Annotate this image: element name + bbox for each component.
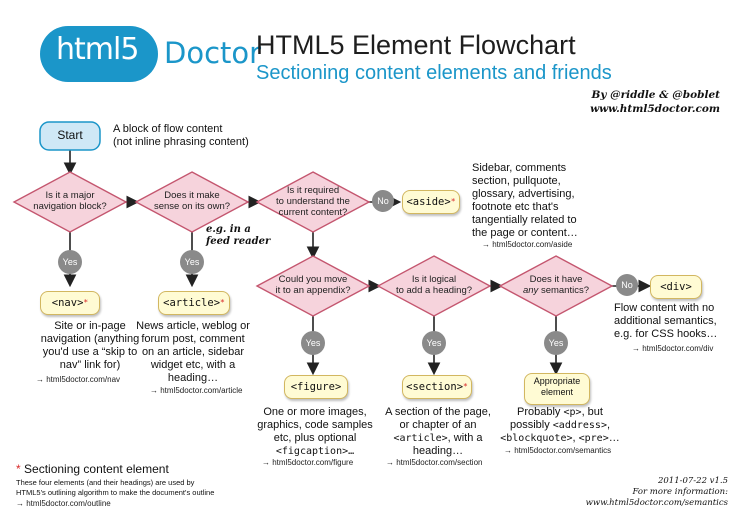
diamond-semantics [498, 255, 614, 317]
legend-star-icon: * [16, 462, 21, 476]
decision-required-text: Is it required to understand the current… [276, 185, 350, 218]
desc-figure: One or more images, graphics, code sampl… [254, 406, 376, 458]
start-terminal [39, 121, 101, 151]
element-section: <section>* [402, 375, 472, 399]
desc-semantics-t1: Probably [517, 406, 561, 418]
element-section-label: <section> [406, 381, 464, 393]
desc-section-code: <article> [393, 433, 448, 444]
link-aside[interactable]: → html5doctor.com/aside [482, 240, 573, 249]
desc-semantics-address: <address> [552, 420, 607, 431]
element-appropriate: Appropriate element [524, 373, 590, 405]
page-subtitle: Sectioning content elements and friends [256, 62, 612, 84]
desc-semantics-pre: <pre> [578, 433, 609, 444]
decision-appendix-text: Could you move it to an appendix? [275, 274, 351, 296]
desc-section-text-2: , with a heading… [412, 432, 483, 457]
desc-semantics-comma2: , [572, 432, 576, 444]
desc-section-text: A section of the page, or chapter of an [385, 406, 491, 431]
desc-semantics-blockquote: <blockquote> [500, 433, 573, 444]
decision-heading-text: Is it logical to add a heading? [395, 274, 473, 296]
logo-html-text: html5 [56, 32, 139, 67]
legend-link[interactable]: → html5doctor.com/outline [16, 499, 111, 508]
semantics-q-post: semantics? [540, 285, 590, 296]
element-div-label: <div> [660, 281, 692, 293]
desc-semantics-p: <p> [563, 407, 582, 418]
footer-url[interactable]: www.html5doctor.com/semantics [585, 498, 728, 508]
link-section[interactable]: → html5doctor.com/section [386, 458, 483, 467]
diamond-heading [376, 255, 492, 317]
desc-semantics-comma: , [606, 419, 611, 431]
semantics-q-em: any [522, 285, 539, 296]
yes-bubble-section: Yes [422, 331, 446, 355]
desc-semantics-t3: … [608, 432, 620, 444]
desc-section: A section of the page, or chapter of an … [376, 406, 500, 458]
element-aside-label: <aside> [406, 196, 451, 208]
legend-text: These four elements (and their headings)… [16, 478, 215, 497]
element-div: <div> [650, 275, 702, 299]
legend-title-row: * Sectioning content element [16, 462, 276, 476]
legend: * Sectioning content element These four … [16, 462, 276, 508]
element-article-label: <article> [163, 297, 221, 309]
desc-nav: Site or in-page navigation (anything you… [40, 320, 140, 371]
start-label: Start [57, 128, 83, 142]
link-nav[interactable]: → html5doctor.com/nav [36, 375, 121, 384]
footer: 2011-07-22 v1.5 For more information: ww… [586, 476, 728, 509]
html5doctor-logo: html5 Doctor [40, 26, 261, 82]
legend-title: Sectioning content element [24, 462, 169, 476]
decision-diamonds [12, 171, 614, 317]
sectioning-star-icon: * [463, 382, 468, 391]
sectioning-star-icon: * [450, 197, 456, 206]
byline-site: www.html5doctor.com [590, 103, 720, 115]
footer-more: For more information: [632, 487, 728, 497]
diamond-required [255, 171, 371, 233]
semantics-q-pre: Does it have [529, 274, 583, 285]
link-figure[interactable]: → html5doctor.com/figure [262, 458, 354, 467]
no-bubble-aside: No [372, 190, 394, 212]
element-nav-label: <nav> [51, 297, 84, 309]
element-figure: <figure> [284, 375, 348, 399]
start-description: A block of flow content (not inline phra… [113, 123, 249, 148]
diamond-appendix [255, 255, 371, 317]
link-div[interactable]: → html5doctor.com/div [632, 344, 714, 353]
desc-figure-code: <figcaption>… [275, 446, 355, 457]
yes-bubble-article: Yes [180, 250, 204, 274]
yes-bubble-semantics: Yes [544, 331, 568, 355]
yes-bubble-figure: Yes [301, 331, 325, 355]
element-figure-label: <figure> [290, 381, 342, 393]
desc-semantics-t2: , but possibly [509, 406, 603, 431]
element-aside: <aside>* [402, 190, 460, 214]
decision-nav-text: Is it a major navigation block? [33, 190, 107, 212]
element-article: <article>* [158, 291, 230, 315]
sectioning-star-icon: * [220, 298, 225, 307]
desc-article: News article, weblog or forum post, comm… [136, 320, 250, 384]
byline-authors: By @riddle & @boblet [591, 89, 720, 101]
diamond-own [134, 171, 250, 233]
decision-own-text: Does it make sense on its own? [153, 190, 231, 212]
diamond-nav [12, 171, 128, 233]
sectioning-star-icon: * [83, 298, 89, 307]
byline: By @riddle & @boblet www.html5doctor.com [590, 88, 720, 116]
link-article[interactable]: → html5doctor.com/article [150, 386, 243, 395]
element-nav: <nav>* [40, 291, 100, 315]
feed-reader-note: e.g. in a feed reader [206, 224, 271, 247]
no-bubble-div: No [616, 274, 638, 296]
footer-version: 2011-07-22 v1.5 [657, 476, 728, 486]
logo-badge [40, 26, 158, 82]
decision-semantics-text: Does it have any semantics? [508, 274, 604, 296]
logo-doctor-text: Doctor [164, 36, 262, 70]
page-title: HTML5 Element Flowchart [256, 30, 576, 60]
desc-semantics: Probably <p>, but possibly <address>, <b… [498, 406, 622, 445]
yes-bubble-nav: Yes [58, 250, 82, 274]
desc-aside: Sidebar, comments section, pullquote, gl… [472, 162, 578, 239]
link-semantics[interactable]: → html5doctor.com/semantics [504, 446, 612, 455]
desc-div: Flow content with no additional semantic… [614, 302, 718, 340]
desc-figure-text: One or more images, graphics, code sampl… [257, 406, 373, 444]
